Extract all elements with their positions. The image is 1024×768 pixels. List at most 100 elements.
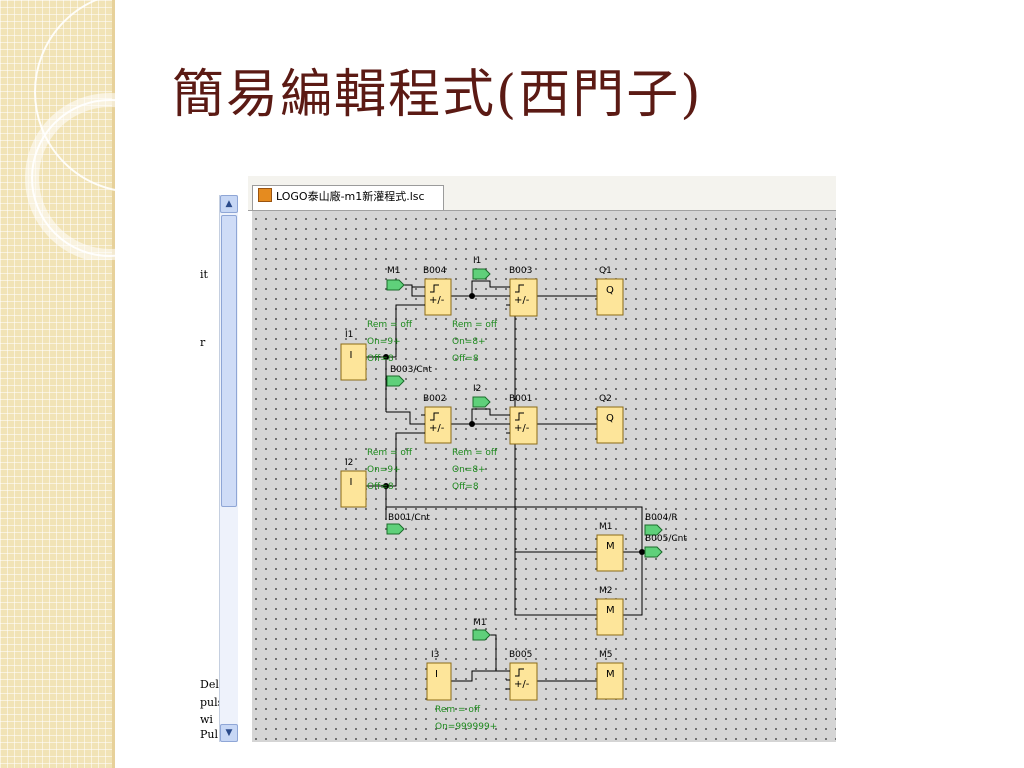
connector-flag-c-i1 (472, 268, 491, 280)
edge-symbol-icon (515, 668, 524, 677)
connector-label-c-b004r: B004/R (645, 513, 678, 523)
param-b001-0: Rem = off (452, 448, 498, 458)
block-symbol-b004: +/- (429, 295, 445, 306)
block-label-i3: I3 (431, 650, 439, 660)
param-b004-2: Off=8 (367, 354, 394, 364)
tab-bar: LOGO泰山廠-m1新灌程式.lsc (248, 176, 836, 211)
tab-program-file[interactable]: LOGO泰山廠-m1新灌程式.lsc (252, 185, 444, 210)
strip-edge (112, 0, 115, 768)
junction-dot (469, 421, 475, 427)
wire (471, 408, 510, 424)
param-b003-1: On=8+ (452, 337, 486, 347)
param-b005-1: On=999999+ (435, 722, 497, 732)
scroll-down-arrow-icon[interactable]: ▼ (220, 724, 238, 742)
block-symbol-m2: M (606, 605, 615, 616)
block-label-m5: M5 (599, 650, 613, 660)
wire (386, 432, 425, 487)
connector-flag-c-b003cnt (386, 375, 405, 387)
wire (490, 634, 510, 672)
edge-symbol-icon (515, 284, 524, 293)
block-symbol-q1: Q (606, 285, 614, 296)
connector-flag-c-m1-bottom (472, 629, 491, 641)
wire (386, 304, 425, 358)
block-label-b002: B002 (423, 394, 446, 404)
block-label-b005: B005 (509, 650, 532, 660)
connector-flag-c-b005cnt (644, 546, 663, 558)
connector-label-c-b001cnt: B001/Cnt (388, 513, 430, 523)
block-symbol-b002: +/- (429, 423, 445, 434)
wire (386, 411, 425, 425)
block-symbol-m5: M (606, 669, 615, 680)
left-pane-text-6: Pul (200, 728, 219, 741)
block-label-m1: M1 (599, 522, 613, 532)
block-symbol-i3: I (435, 669, 438, 680)
param-b005-0: Rem = off (435, 705, 481, 715)
edge-symbol-icon (430, 284, 439, 293)
vertical-scrollbar[interactable]: ▲ ▼ (219, 195, 238, 742)
decorative-circles (25, 0, 236, 260)
block-m5 (596, 662, 624, 700)
block-symbol-i1: I (350, 350, 353, 361)
param-b003-2: Off=8 (452, 354, 479, 364)
junction-dot (469, 293, 475, 299)
block-symbol-m1: M (606, 541, 615, 552)
left-pane-text-2: r (200, 336, 206, 349)
edge-symbol-icon (515, 412, 524, 421)
block-label-b003: B003 (509, 266, 532, 276)
wire (404, 284, 425, 297)
wire (471, 280, 510, 296)
slide-title: 簡易編輯程式(西門子) (172, 65, 703, 125)
block-m2 (596, 598, 624, 636)
block-i3 (426, 662, 452, 701)
block-i1 (340, 343, 367, 381)
function-block-diagram: II1+/-B004+/-B003QQ1II2+/-B002+/-B001QQ2… (340, 256, 687, 732)
junction-dot (639, 549, 645, 555)
block-q1 (596, 278, 624, 316)
deco-circle-ring (31, 99, 189, 257)
block-label-b004: B004 (423, 266, 447, 276)
block-symbol-b003: +/- (514, 295, 530, 306)
left-pane-text-5: wi (200, 713, 213, 726)
wire (514, 316, 597, 616)
scrollbar-thumb[interactable] (221, 215, 237, 507)
block-symbol-i2: I (350, 477, 353, 488)
connector-flag-c-b001cnt (386, 523, 405, 535)
block-label-i2: I2 (345, 458, 353, 468)
canvas-margin (248, 211, 252, 742)
tab-label: LOGO泰山廠-m1新灌程式.lsc (276, 190, 425, 203)
connector-label-c-i1: I1 (473, 256, 481, 266)
connector-label-c-b003cnt: B003/Cnt (390, 365, 432, 375)
block-symbol-b001: +/- (514, 423, 530, 434)
connector-flag-c-m1-top (386, 279, 405, 291)
edge-symbol-icon (430, 412, 439, 421)
block-q2 (596, 406, 624, 444)
block-m1 (596, 534, 624, 572)
connector-label-c-m1-bottom: M1 (473, 618, 487, 628)
param-b001-2: Off=8 (452, 482, 479, 492)
connector-label-c-m1-top: M1 (387, 266, 401, 276)
scroll-up-arrow-icon[interactable]: ▲ (220, 195, 238, 213)
param-b004-1: On=9+ (367, 337, 401, 347)
block-label-q1: Q1 (599, 266, 612, 276)
block-label-i1: I1 (345, 330, 353, 340)
param-b002-1: On=9+ (367, 465, 401, 475)
block-symbol-b005: +/- (514, 679, 530, 690)
block-label-q2: Q2 (599, 394, 612, 404)
connector-label-c-b005cnt: B005/Cnt (645, 534, 687, 544)
wire (386, 506, 643, 552)
left-pane-text-4: puls (200, 696, 224, 709)
left-pane-text-1: it (200, 268, 208, 281)
junction-dot (383, 354, 389, 360)
wire (623, 552, 643, 616)
wire (451, 670, 496, 682)
block-symbol-q2: Q (606, 413, 614, 424)
connector-flag-c-i2 (472, 396, 491, 408)
connector-flag-c-b004r (644, 524, 663, 536)
left-pane: it r Dela puls wi Pul ▲ ▼ (200, 176, 249, 742)
deco-circle-large (34, 0, 236, 193)
block-i2 (340, 470, 367, 508)
logo-program-icon (258, 188, 272, 202)
param-b003-0: Rem = off (452, 320, 498, 330)
param-b004-0: Rem = off (367, 320, 413, 330)
block-b005 (509, 662, 538, 701)
